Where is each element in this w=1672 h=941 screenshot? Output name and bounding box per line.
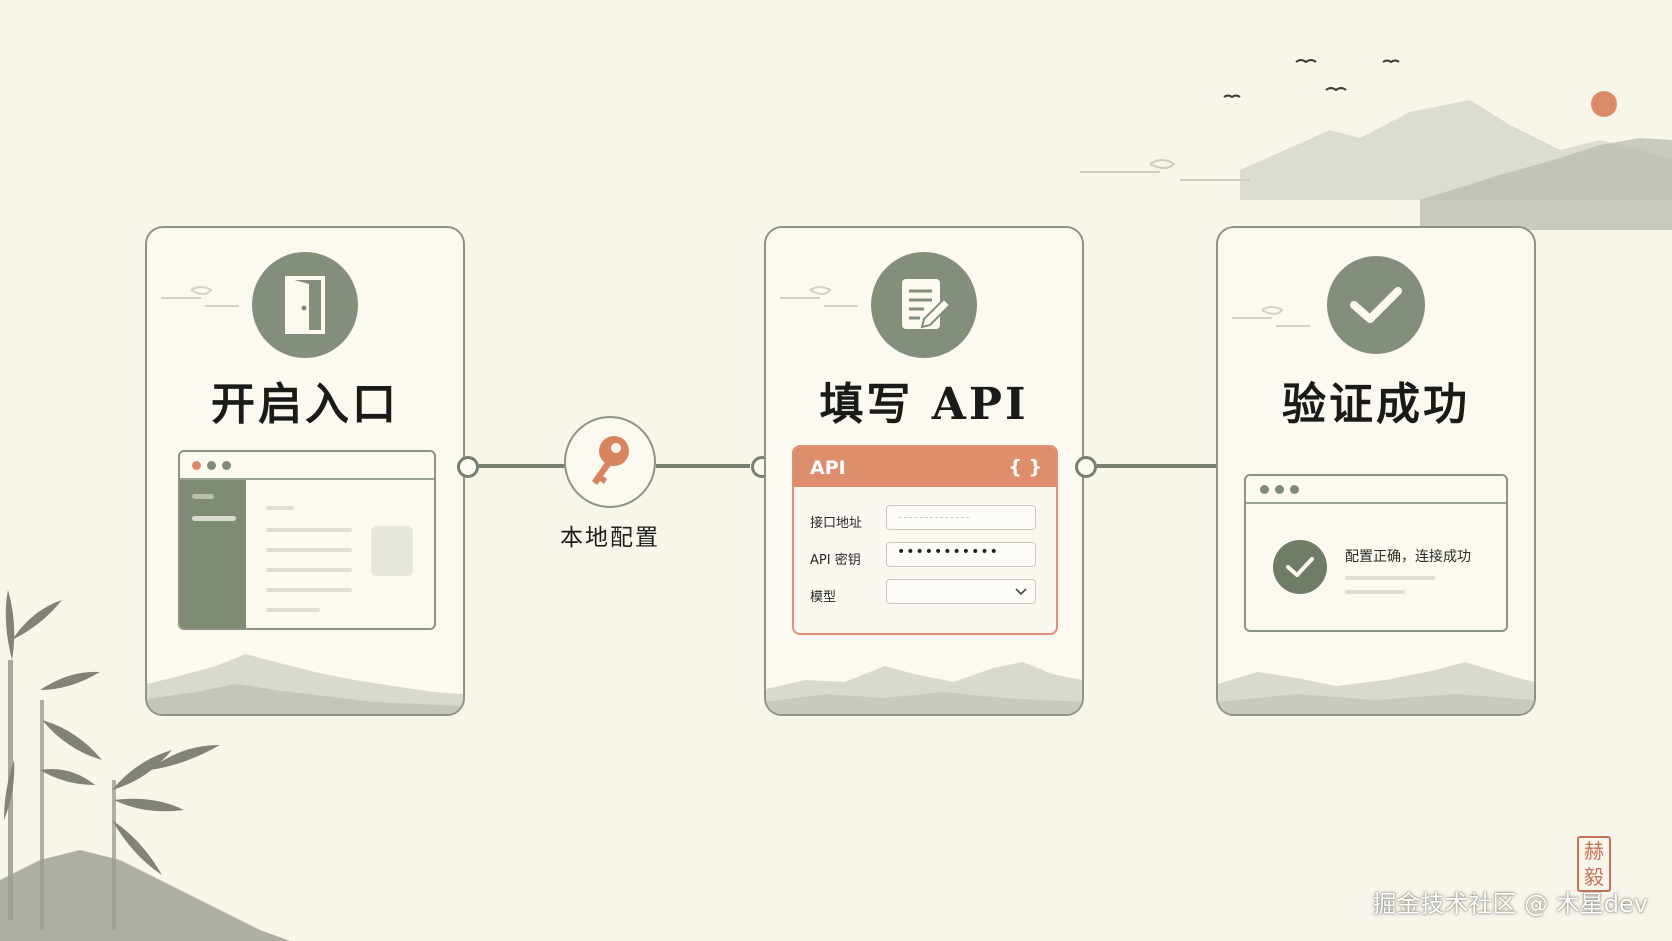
cloud-icon	[780, 286, 858, 307]
window-sidebar	[180, 480, 246, 628]
mountains-top-right	[1240, 100, 1672, 230]
placeholder-dash	[899, 517, 969, 518]
content-line	[266, 528, 352, 532]
key-icon	[564, 416, 656, 508]
success-message: 配置正确，连接成功	[1345, 549, 1471, 565]
success-check-icon	[1273, 540, 1327, 594]
step-title: 验证成功	[1282, 379, 1470, 430]
content-thumbnail	[371, 526, 413, 576]
window-dot	[1275, 485, 1284, 494]
step-title: 填写 API	[819, 379, 1029, 430]
card-mountains	[766, 662, 1082, 714]
content-line	[1345, 590, 1405, 594]
window-dot	[192, 461, 201, 470]
card-mountains	[1218, 662, 1534, 714]
window-dot	[222, 461, 231, 470]
connector-line	[479, 464, 565, 468]
api-form-title: API	[810, 457, 846, 479]
api-key-value: •••••••••••	[897, 544, 999, 560]
connector-line	[656, 464, 750, 468]
sidebar-line	[192, 494, 214, 499]
endpoint-input[interactable]	[886, 505, 1036, 530]
content-line	[266, 506, 294, 510]
content-line	[266, 568, 352, 572]
field-label-endpoint: 接口地址	[810, 516, 863, 531]
door-icon	[252, 252, 358, 358]
cloud-icon	[1232, 306, 1310, 327]
window-titlebar	[180, 452, 434, 480]
step-title: 开启入口	[211, 379, 399, 430]
connector-node	[1075, 456, 1097, 478]
content-line	[266, 548, 352, 552]
window-titlebar	[1246, 476, 1506, 504]
step-card-verify-success: 验证成功 配置正确，连接成功	[1216, 226, 1536, 716]
watermark: 掘金技术社区 @ 木星dev	[1372, 890, 1648, 918]
step-card-fill-api: 填写 API API { } 接口地址 API 密钥 ••••••••••• 模…	[764, 226, 1084, 716]
chevron-down-icon	[1015, 588, 1027, 596]
check-icon	[1327, 256, 1425, 354]
api-key-input[interactable]: •••••••••••	[886, 542, 1036, 567]
step-card-open-entry: 开启入口	[145, 226, 465, 716]
window-dot	[1260, 485, 1269, 494]
sun-icon	[1591, 91, 1617, 117]
window-dot	[1290, 485, 1299, 494]
cloud-icon	[1080, 159, 1250, 181]
bamboo-icon	[4, 590, 220, 930]
artist-seal: 赫毅	[1577, 836, 1611, 892]
field-label-api-key: API 密钥	[810, 553, 861, 568]
field-label-model: 模型	[810, 590, 837, 605]
connector-label: 本地配置	[560, 525, 660, 551]
card-mountains	[147, 654, 463, 714]
api-config-form: API { } 接口地址 API 密钥 ••••••••••• 模型	[792, 445, 1058, 635]
app-window-mock	[178, 450, 436, 630]
connector-line	[1097, 464, 1218, 468]
window-dot	[207, 461, 216, 470]
success-window-mock: 配置正确，连接成功	[1244, 474, 1508, 632]
cloud-icon	[161, 286, 239, 307]
model-select[interactable]	[886, 579, 1036, 604]
document-pen-icon	[871, 252, 977, 358]
content-line	[266, 588, 352, 592]
connector-node	[457, 456, 479, 478]
api-form-header: API { }	[794, 447, 1056, 487]
mountains-bottom-left	[0, 850, 290, 941]
content-line	[266, 608, 320, 612]
content-line	[1345, 576, 1435, 580]
sidebar-line	[192, 516, 236, 521]
code-braces-icon: { }	[1008, 456, 1042, 478]
birds-icon	[1223, 59, 1400, 99]
